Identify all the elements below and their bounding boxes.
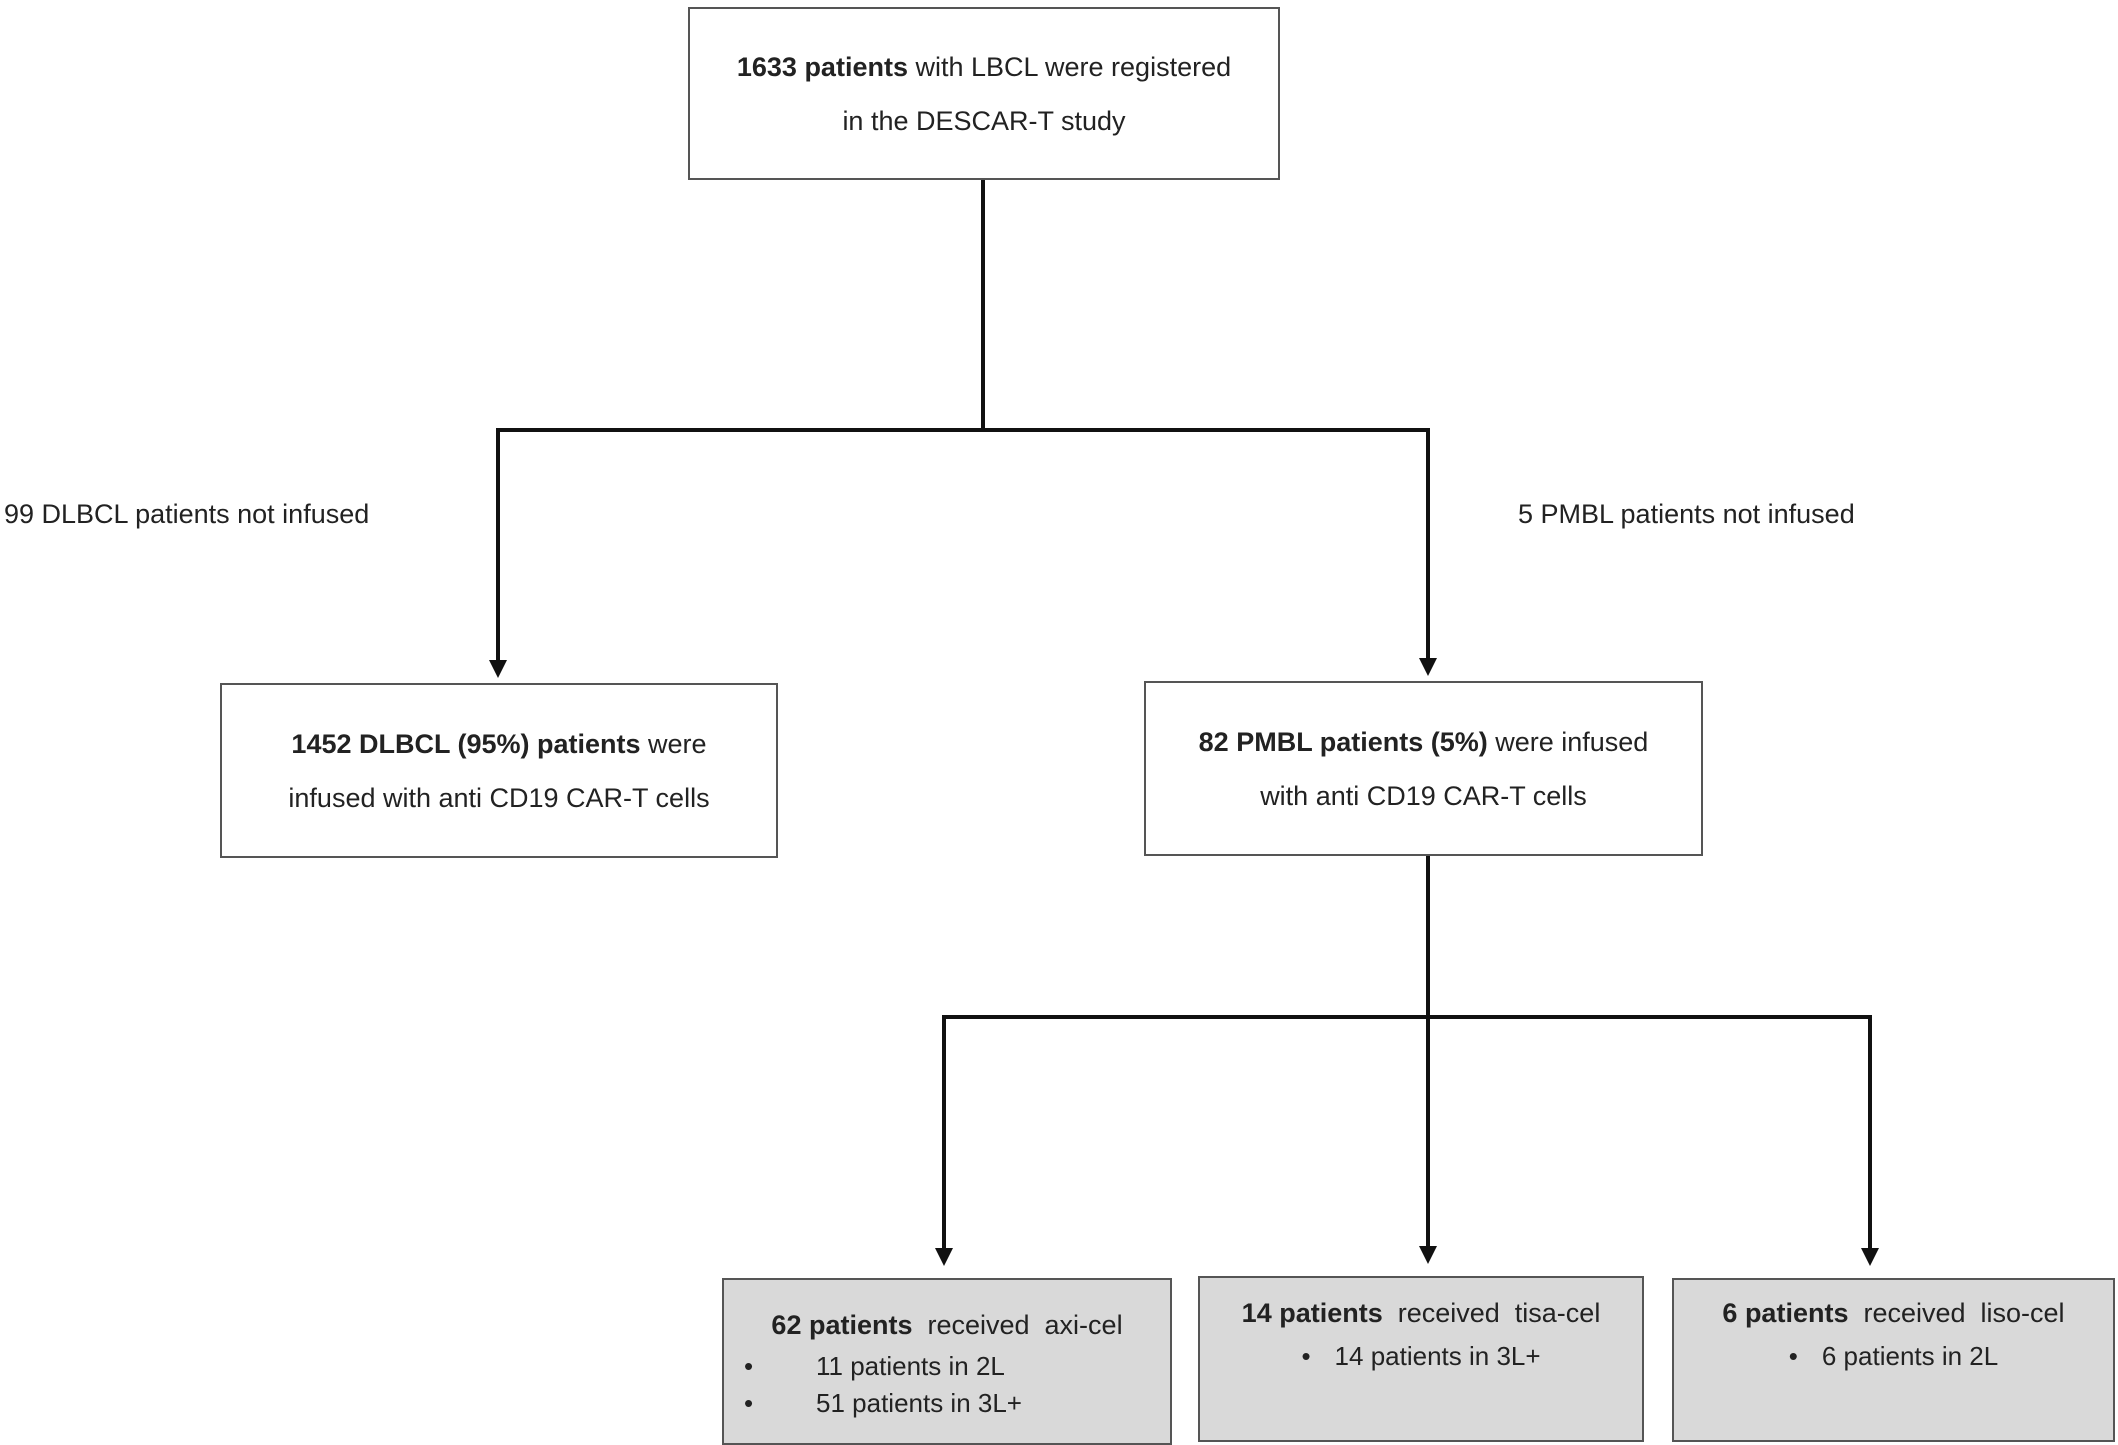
axicel-heading: 62 patients received axi-cel [771, 1306, 1122, 1344]
axicel-line-3l: •51 patients in 3L+ [724, 1385, 1170, 1422]
arrowhead-pmbl [1419, 658, 1437, 676]
registered-count: 1633 patients [736, 51, 908, 82]
tisacel-count: 14 patients [1241, 1298, 1383, 1328]
lisocel-box: 6 patients received liso-cel •6 patients… [1672, 1278, 2115, 1442]
axicel-box: 62 patients received axi-cel •11 patient… [722, 1278, 1172, 1445]
pmbl-line-1: 82 PMBL patients (5%) were infused [1199, 715, 1649, 769]
pmbl-count: 82 PMBL patients (5%) [1198, 726, 1488, 757]
arrowhead-dlbcl [489, 660, 507, 678]
lisocel-count: 6 patients [1722, 1298, 1849, 1328]
lisocel-heading-rest: received liso-cel [1848, 1298, 2065, 1328]
tisacel-heading: 14 patients received tisa-cel [1242, 1294, 1601, 1332]
dlbcl-line-1-rest: were [640, 728, 707, 759]
tisacel-heading-rest: received tisa-cel [1382, 1298, 1601, 1328]
bullet-icon: • [744, 1351, 754, 1381]
axicel-lines-list: •11 patients in 2L •51 patients in 3L+ [724, 1348, 1170, 1422]
lisocel-lines-list: •6 patients in 2L [1674, 1338, 2113, 1375]
pmbl-line-1-rest: were infused [1487, 726, 1649, 757]
bullet-icon: • [1301, 1341, 1311, 1371]
registered-patients-box: 1633 patients with LBCL were registered … [688, 7, 1280, 180]
tisacel-lines-list: •14 patients in 3L+ [1200, 1338, 1642, 1375]
lisocel-line-2l: •6 patients in 2L [1788, 1341, 1999, 1371]
dlbcl-count: 1452 DLBCL (95%) patients [291, 728, 641, 759]
arrowhead-axicel [935, 1248, 953, 1266]
dlbcl-not-infused-label: 99 DLBCL patients not infused [4, 499, 370, 529]
dlbcl-line-2: infused with anti CD19 CAR-T cells [288, 782, 710, 813]
pmbl-not-infused-label: 5 PMBL patients not infused [1518, 499, 1855, 529]
registered-line-1: 1633 patients with LBCL were registered [737, 40, 1231, 94]
axicel-heading-rest: received axi-cel [912, 1310, 1123, 1340]
arrowhead-tisacel [1419, 1246, 1437, 1264]
axicel-count: 62 patients [771, 1310, 913, 1340]
registered-line-1-rest: with LBCL were registered [907, 51, 1232, 82]
arrowhead-lisocel [1861, 1248, 1879, 1266]
bullet-icon: • [1788, 1341, 1798, 1371]
axicel-line-2l: •11 patients in 2L [724, 1348, 1170, 1385]
tisacel-box: 14 patients received tisa-cel •14 patien… [1198, 1276, 1644, 1442]
lisocel-heading: 6 patients received liso-cel [1722, 1294, 2064, 1332]
registered-line-2: in the DESCAR-T study [842, 105, 1126, 136]
dlbcl-line-1: 1452 DLBCL (95%) patients were [291, 717, 706, 771]
pmbl-line-2: with anti CD19 CAR-T cells [1260, 780, 1587, 811]
pmbl-infused-box: 82 PMBL patients (5%) were infused with … [1144, 681, 1703, 856]
dlbcl-infused-box: 1452 DLBCL (95%) patients were infused w… [220, 683, 778, 858]
bullet-icon: • [744, 1388, 754, 1418]
tisacel-line-3l: •14 patients in 3L+ [1301, 1341, 1541, 1371]
